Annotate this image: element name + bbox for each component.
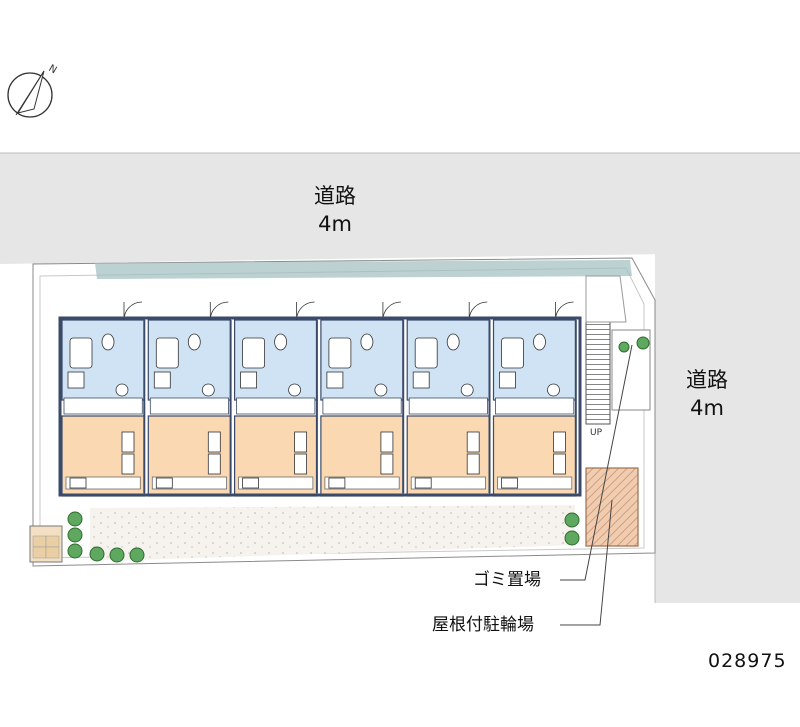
bicycle-leader (560, 499, 613, 626)
top-road-label: 道路 4m (300, 182, 370, 238)
stair-walkway (585, 275, 627, 323)
building-frame (58, 316, 582, 497)
bicycle-parking-label: 屋根付駐輪場 (432, 615, 534, 635)
road-corner (770, 252, 800, 300)
planter-grid (32, 535, 60, 559)
front-yard (90, 505, 575, 560)
apartment-unit (492, 301, 577, 497)
property-code: 028975 (708, 650, 787, 672)
apartment-units (61, 301, 577, 497)
right-road-name: 道路 (686, 368, 728, 392)
apartment-unit (61, 301, 146, 497)
apartment-unit (147, 301, 232, 497)
apartment-unit (320, 301, 405, 497)
right-road-label: 道路 4m (672, 366, 742, 422)
garbage-leader (560, 344, 633, 581)
right-road-width: 4m (690, 396, 724, 420)
apartment-unit (406, 301, 491, 497)
road-top (0, 153, 800, 264)
top-road-width: 4m (318, 212, 352, 236)
road-right (655, 252, 800, 603)
apartment-unit (234, 301, 318, 497)
garbage-area-label: ゴミ置場 (473, 570, 541, 590)
top-road-name: 道路 (314, 184, 356, 208)
external-stairs (585, 321, 611, 425)
building-eave (95, 260, 632, 279)
svg-text:N: N (47, 63, 59, 76)
shrub-icon (67, 336, 650, 563)
compass-north-icon (7, 70, 53, 118)
stair-up-label: UP (590, 428, 603, 438)
